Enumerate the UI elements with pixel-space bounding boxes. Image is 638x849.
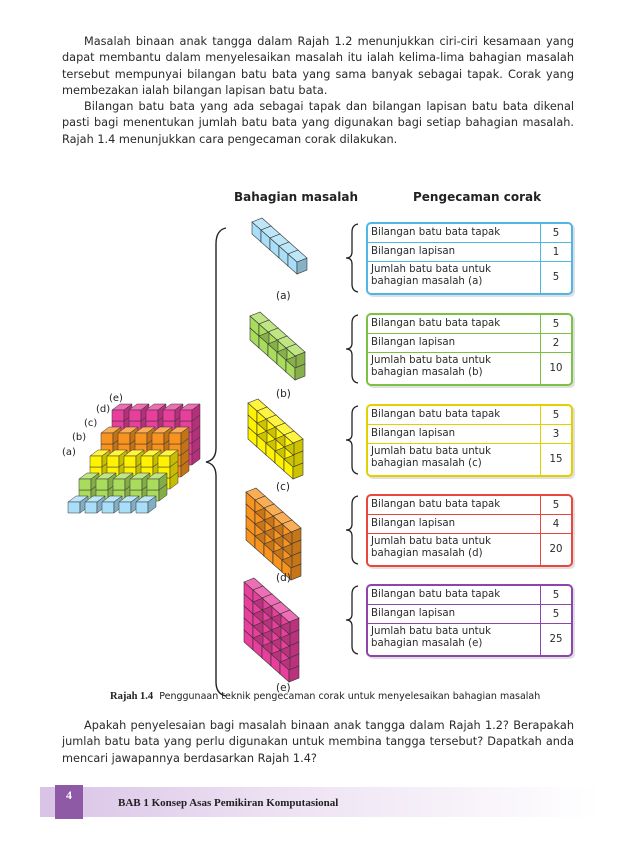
brick-walls [243, 217, 308, 683]
panel-row-label: Bilangan batu bata tapak [371, 318, 501, 329]
brick-wall-d [245, 487, 302, 581]
staircase [67, 403, 201, 514]
intro-paragraph-2: Bilangan batu bata yang ada sebagai tapa… [62, 100, 574, 146]
panel-row-value: 5 [540, 224, 571, 242]
brick-label-a: (a) [276, 290, 291, 302]
panel-row: Bilangan batu bata tapak 5 [368, 315, 571, 334]
panel-row-value: 5 [540, 605, 571, 623]
panel-row-label: Bilangan batu bata tapak [371, 409, 501, 420]
panel-row: Jumlah batu bata untuk bahagian masalah … [368, 444, 571, 475]
stair-label-e: (e) [109, 393, 123, 404]
page-number: 4 [55, 785, 83, 819]
question-paragraph: Apakah penyelesaian bagi masalah binaan … [62, 719, 574, 765]
panel-row-value: 5 [540, 496, 571, 514]
panel-row-label: Bilangan batu bata tapak [371, 227, 501, 238]
stair-step-a [67, 495, 157, 514]
panel-row: Bilangan batu bata tapak 5 [368, 406, 571, 425]
panel-row-value: 20 [540, 534, 571, 565]
panel-row: Jumlah batu bata untuk bahagian masalah … [368, 534, 571, 565]
panel-row-label: Jumlah batu bata untuk bahagian masalah … [371, 446, 492, 469]
brick-wall-a [251, 217, 308, 275]
panel-row: Bilangan lapisan 5 [368, 605, 571, 624]
panel-row: Bilangan lapisan 3 [368, 425, 571, 444]
panel-row-value: 5 [540, 586, 571, 604]
main-brace-path [205, 227, 227, 697]
panel-row-label: Bilangan batu bata tapak [371, 499, 501, 510]
chapter-title: BAB 1 Konsep Asas Pemikiran Komputasiona… [118, 797, 339, 809]
panel-row-value: 25 [540, 624, 571, 655]
panel-row: Bilangan batu bata tapak 5 [368, 586, 571, 605]
caption-label: Rajah 1.4 [110, 691, 154, 702]
panel-row: Bilangan lapisan 4 [368, 515, 571, 534]
stair-label-b: (b) [72, 432, 87, 443]
brick-label-b: (b) [276, 388, 291, 400]
panel-row-value: 2 [540, 334, 571, 352]
panel-row: Bilangan batu bata tapak 5 [368, 496, 571, 515]
panel-row-value: 3 [540, 425, 571, 443]
main-brace [205, 227, 227, 697]
panel-row: Jumlah batu bata untuk bahagian masalah … [368, 353, 571, 384]
panel-row-label: Bilangan lapisan [371, 518, 456, 529]
panel-row-value: 5 [540, 406, 571, 424]
panel-row-value: 4 [540, 515, 571, 533]
panel-row-value: 1 [540, 243, 571, 261]
brick-wall-b [249, 311, 306, 381]
stair-label-d: (d) [96, 404, 111, 415]
brick-label-d: (d) [276, 572, 291, 584]
panel-brace [345, 495, 359, 565]
stair-label-a: (a) [62, 447, 76, 458]
caption-text: Penggunaan teknik pengecaman corak untuk… [159, 691, 541, 702]
panel-row: Bilangan lapisan 1 [368, 243, 571, 262]
panel-row: Jumlah batu bata untuk bahagian masalah … [368, 624, 571, 655]
header-bahagian-masalah: Bahagian masalah [234, 190, 359, 204]
panel-row-value: 10 [540, 353, 571, 384]
panel-row-label: Jumlah batu bata untuk bahagian masalah … [371, 626, 492, 649]
panel-brace [345, 223, 359, 293]
brick-wall-e [243, 577, 300, 683]
intro-text: Masalah binaan anak tangga dalam Rajah 1… [62, 34, 574, 148]
panel-brace [345, 405, 359, 475]
panel-brace [345, 314, 359, 384]
panel-row-label: Jumlah batu bata untuk bahagian masalah … [371, 264, 492, 287]
stair-label-c: (c) [84, 418, 98, 429]
panel-row-label: Bilangan lapisan [371, 428, 456, 439]
question-text: Apakah penyelesaian bagi masalah binaan … [62, 718, 574, 767]
panel-row: Bilangan batu bata tapak 5 [368, 224, 571, 243]
panel-row-label: Bilangan batu bata tapak [371, 589, 501, 600]
panel-brace [345, 585, 359, 655]
panel-row-label: Jumlah batu bata untuk bahagian masalah … [371, 355, 492, 378]
figure-caption: Rajah 1.4 Penggunaan teknik pengecaman c… [110, 691, 540, 702]
brick-label-c: (c) [276, 481, 290, 493]
footer-bar [40, 787, 600, 817]
panel-braces [345, 223, 359, 655]
panel-row: Jumlah batu bata untuk bahagian masalah … [368, 262, 571, 293]
header-pengecaman-corak: Pengecaman corak [413, 190, 542, 204]
brick-wall-c [247, 398, 304, 480]
panel-row-value: 5 [540, 315, 571, 333]
panel-row-label: Bilangan lapisan [371, 608, 456, 619]
brick-label-e: (e) [276, 682, 291, 694]
panel-row-label: Bilangan lapisan [371, 246, 456, 257]
panel-row-value: 5 [540, 262, 571, 293]
intro-paragraph-1: Masalah binaan anak tangga dalam Rajah 1… [62, 35, 574, 97]
panel-row-label: Bilangan lapisan [371, 337, 456, 348]
panel-row-label: Jumlah batu bata untuk bahagian masalah … [371, 536, 492, 559]
panel-row: Bilangan lapisan 2 [368, 334, 571, 353]
panel-row-value: 15 [540, 444, 571, 475]
